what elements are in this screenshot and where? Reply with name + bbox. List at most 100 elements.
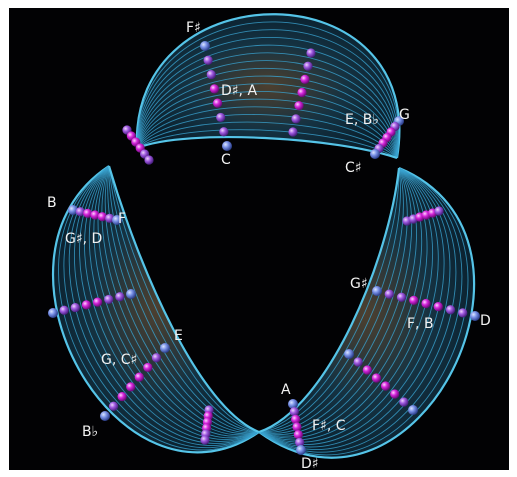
label-top-dsharp-a: D♯, A xyxy=(221,83,257,99)
band-left-strand xyxy=(101,165,260,435)
note-sphere xyxy=(104,294,114,305)
note-sphere xyxy=(115,292,125,302)
note-sphere xyxy=(92,297,103,307)
note-sphere xyxy=(291,414,301,424)
note-sphere xyxy=(303,61,313,71)
band-top-strand xyxy=(135,13,401,159)
label-top-c: C xyxy=(221,152,231,168)
note-sphere xyxy=(112,215,122,225)
note-sphere xyxy=(408,405,418,415)
note-sphere xyxy=(399,397,409,407)
note-sphere xyxy=(371,373,382,383)
note-sphere xyxy=(83,208,93,218)
band-right-strand xyxy=(258,167,401,433)
chain-left-lower xyxy=(100,343,170,421)
band-top-strand xyxy=(136,60,398,159)
chain-right-lower xyxy=(344,349,418,415)
band-left-strand xyxy=(52,165,260,454)
note-sphere xyxy=(297,87,307,98)
label-left-gsharp-d: G♯, D xyxy=(65,231,102,247)
chain-right-mid xyxy=(372,286,480,321)
note-sphere xyxy=(48,308,58,318)
band-left-strand xyxy=(108,165,260,433)
note-sphere xyxy=(344,349,354,359)
note-sphere xyxy=(200,41,210,51)
note-sphere xyxy=(100,411,110,421)
note-sphere xyxy=(295,437,305,447)
note-sphere xyxy=(306,48,316,58)
label-bottom-dsharp: D♯ xyxy=(301,456,319,470)
label-left-bflat: B♭ xyxy=(82,424,98,440)
note-sphere xyxy=(458,308,468,318)
note-sphere xyxy=(143,362,153,373)
band-right-strand xyxy=(258,167,463,453)
note-sphere xyxy=(90,210,100,220)
band-right-strand xyxy=(258,166,475,459)
note-sphere xyxy=(421,298,431,309)
note-sphere xyxy=(445,305,456,315)
band-left-strand xyxy=(97,165,260,436)
note-sphere xyxy=(105,213,115,223)
note-sphere xyxy=(433,302,443,312)
note-sphere xyxy=(296,445,306,455)
band-right-strand xyxy=(258,167,434,441)
note-sphere xyxy=(68,205,78,215)
note-sphere xyxy=(219,127,229,137)
band-right-strand xyxy=(258,167,428,439)
note-sphere xyxy=(206,69,216,80)
note-sphere xyxy=(134,372,144,382)
band-left-strand xyxy=(108,165,260,433)
band-top-strand xyxy=(136,114,398,159)
note-sphere xyxy=(434,206,444,216)
band-left-strand xyxy=(108,165,260,433)
note-sphere xyxy=(59,305,69,315)
note-labels: F♯ D♯, A C E, B♭ G C♯ B F G♯, D E G, C♯ … xyxy=(47,20,491,470)
band-top-strand xyxy=(136,106,398,159)
note-sphere xyxy=(396,292,407,302)
note-sphere xyxy=(288,399,298,409)
twisted-bands xyxy=(52,13,475,459)
note-sphere xyxy=(362,365,372,375)
note-sphere xyxy=(70,302,80,313)
chain-left-bottom-knot xyxy=(200,405,214,445)
label-right-f-b: F, B xyxy=(407,316,434,332)
note-sphere xyxy=(384,289,394,299)
note-sphere xyxy=(97,212,107,222)
note-sphere xyxy=(216,112,226,123)
note-sphere xyxy=(289,407,299,417)
note-sphere xyxy=(353,357,363,367)
note-sphere xyxy=(108,401,119,411)
note-sphere xyxy=(81,300,92,310)
label-top-csharp: C♯ xyxy=(345,160,362,176)
chain-top-left-column xyxy=(200,41,232,151)
note-sphere xyxy=(380,381,391,391)
label-left-f: F xyxy=(118,211,126,227)
chain-bottom-column xyxy=(288,399,306,455)
note-sphere xyxy=(160,343,170,353)
note-sphere xyxy=(288,127,298,137)
note-sphere xyxy=(370,149,380,159)
label-top-fsharp: F♯ xyxy=(186,20,201,36)
chain-top-right-knot xyxy=(370,116,404,159)
chain-right-upper-knot xyxy=(402,206,444,226)
band-top-strand xyxy=(136,75,398,159)
label-top-g: G xyxy=(399,107,410,123)
band-left-strand xyxy=(104,165,260,434)
label-left-e: E xyxy=(174,328,183,344)
band-top-strand xyxy=(136,67,398,159)
note-sphere xyxy=(126,382,136,392)
chain-left-mid xyxy=(48,289,136,318)
note-sphere xyxy=(151,353,162,363)
orbifold-diagram: F♯ D♯, A C E, B♭ G C♯ B F G♯, D E G, C♯ … xyxy=(47,13,491,470)
label-left-b: B xyxy=(47,195,57,211)
diagram-frame: F♯ D♯, A C E, B♭ G C♯ B F G♯, D E G, C♯ … xyxy=(9,8,509,470)
label-top-e-bflat: E, B♭ xyxy=(345,112,379,128)
label-bottom-fsharp-c: F♯, C xyxy=(312,418,346,434)
chain-left-upper xyxy=(68,205,122,225)
note-sphere xyxy=(300,74,310,84)
note-sphere xyxy=(117,391,127,402)
band-top-strand xyxy=(136,136,398,160)
band-top-strand xyxy=(136,91,398,159)
chain-top-left-knot xyxy=(122,125,154,165)
note-sphere xyxy=(144,155,154,165)
